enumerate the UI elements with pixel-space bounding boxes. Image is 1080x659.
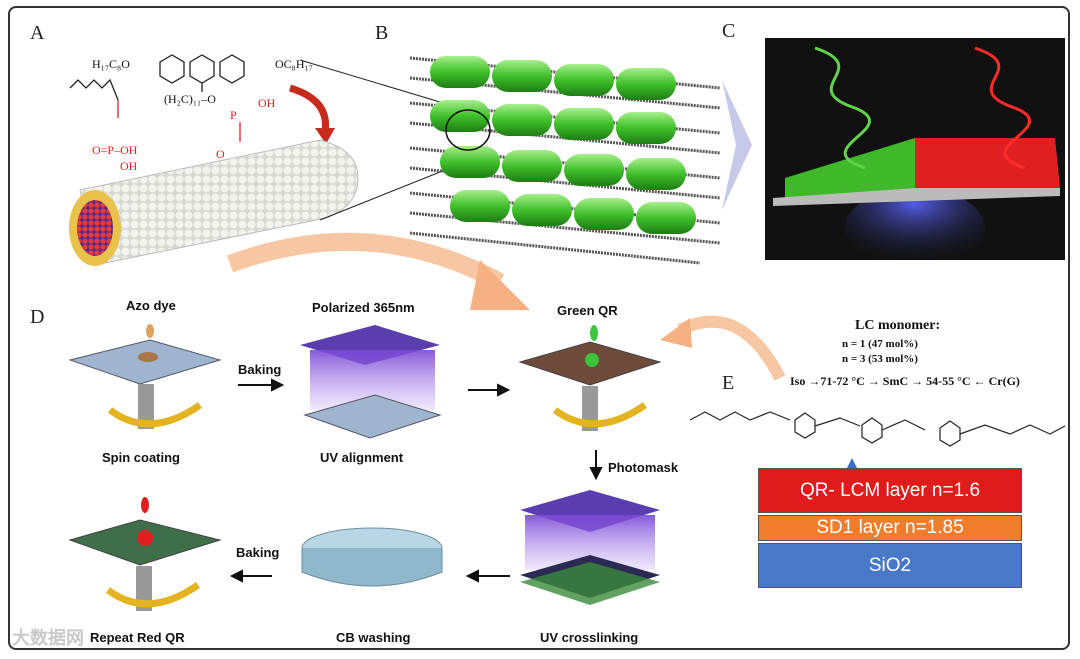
label-polarized: Polarized 365nm [312, 300, 415, 315]
watermark: 大数据网 [12, 628, 84, 648]
label-uv-crosslinking: UV crosslinking [540, 630, 639, 645]
uv-crosslinking-setup [520, 490, 660, 605]
svg-text:O: O [216, 147, 225, 161]
svg-text:OH: OH [120, 159, 138, 173]
uv-alignment-setup [300, 325, 442, 439]
nanorod-illustration: O=P–OH OH O OH [69, 54, 359, 266]
panel-label-e: E [722, 372, 735, 394]
emission-panel [765, 38, 1065, 268]
washing-dish [301, 527, 443, 587]
spin-coater-green [518, 325, 662, 431]
arrow-to-green-qr [226, 232, 530, 310]
label-baking-1: Baking [238, 362, 282, 377]
label-photomask: Photomask [608, 460, 679, 475]
label-azo-dye: Azo dye [126, 298, 176, 313]
spin-coater-1 [68, 324, 222, 429]
panel-label-d: D [30, 306, 45, 328]
phosphorus-label: P [230, 108, 237, 122]
aligned-rods-lattice [409, 56, 721, 265]
layer-sd1: SD1 layer n=1.85 [758, 515, 1022, 541]
formula-left-tail: H₁₇C₈O [92, 57, 130, 71]
label-spin-coating: Spin coating [102, 450, 180, 465]
arrow-b-to-c [722, 80, 752, 210]
formula-chain: (H₂C)₁₁–O [164, 92, 216, 106]
label-cb-washing: CB washing [336, 630, 411, 645]
spin-coater-red [68, 497, 222, 611]
hydroxyl-label: OH [258, 96, 276, 110]
label-repeat-red-qr: Repeat Red QR [90, 630, 185, 645]
layer-sio2: SiO2 [758, 543, 1022, 588]
lc-monomer-n3: n = 3 (53 mol%) [842, 353, 918, 365]
phase-sequence: Iso →71-72 °C → SmC → 54-55 °C ← Cr(G) [790, 374, 1020, 388]
panel-label-c: C [722, 20, 736, 42]
figure-frame [8, 6, 1070, 650]
label-baking-2: Baking [236, 545, 280, 560]
formula-right-tail: OC₈H₁₇ [275, 57, 313, 71]
panel-label-a: A [30, 22, 45, 44]
label-uv-alignment: UV alignment [320, 450, 404, 465]
layer-qr-lcm: QR- LCM layer n=1.6 [758, 468, 1022, 513]
label-green-qr: Green QR [557, 303, 618, 318]
lc-monomer-title: LC monomer: [855, 318, 941, 333]
panel-label-b: B [375, 22, 389, 44]
zoom-lines [299, 59, 451, 221]
emission-illustration [773, 46, 1060, 268]
lc-monomer-n1: n = 1 (47 mol%) [842, 338, 918, 350]
svg-text:O=P–OH: O=P–OH [92, 143, 138, 157]
